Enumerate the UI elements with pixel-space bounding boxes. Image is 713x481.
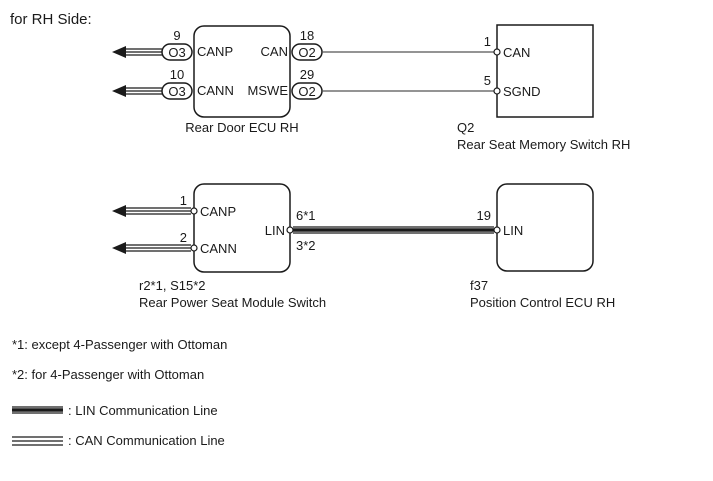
pin-number: 19 (477, 208, 491, 223)
legend-label: : LIN Communication Line (68, 403, 218, 418)
component-code: f37 (470, 278, 488, 293)
pin-label-canp: CANP (197, 44, 233, 59)
arrow-left-icon (112, 85, 126, 97)
component-name: Position Control ECU RH (470, 295, 615, 310)
pin-terminal (493, 87, 501, 95)
pin-label-lin: LIN (265, 223, 285, 238)
component-name: Rear Door ECU RH (185, 120, 298, 135)
component-name: Rear Power Seat Module Switch (139, 295, 326, 310)
arrow-left-icon (112, 205, 126, 217)
pin-label-mswe: MSWE (248, 83, 289, 98)
can-line-arrow (112, 46, 162, 58)
pin-number: 1 (484, 34, 491, 49)
rear-power-seat-module-switch: CANP CANN LIN 1 2 6*1 3*2 r2*1, S15*2 Re… (139, 183, 326, 310)
pin-number: 6*1 (296, 208, 316, 223)
pin-number: 3*2 (296, 238, 316, 253)
rear-door-ecu-box (193, 25, 291, 118)
arrow-left-icon (112, 46, 126, 58)
pin-label-sgnd: SGND (503, 84, 541, 99)
pin-label-cann: CANN (200, 241, 237, 256)
connector-label: O2 (298, 84, 315, 99)
rear-seat-memory-switch: CAN SGND 1 5 Q2 Rear Seat Memory Switch … (457, 24, 630, 152)
can-line-arrow (112, 205, 191, 217)
component-code: Q2 (457, 120, 474, 135)
pin-number: 18 (300, 28, 314, 43)
pin-number: 9 (173, 28, 180, 43)
legend-can: : CAN Communication Line (12, 433, 225, 448)
pin-label-cann: CANN (197, 83, 234, 98)
arrow-left-icon (112, 242, 126, 254)
legend-label: : CAN Communication Line (68, 433, 225, 448)
pin-terminal (493, 226, 501, 234)
pin-number: 2 (180, 230, 187, 245)
pin-number: 10 (170, 67, 184, 82)
pin-label-can: CAN (261, 44, 288, 59)
note: *1: except 4-Passenger with Ottoman (12, 337, 227, 352)
pin-terminal (190, 207, 198, 215)
note: *2: for 4-Passenger with Ottoman (12, 367, 204, 382)
pin-label-lin: LIN (503, 223, 523, 238)
pin-terminal (493, 48, 501, 56)
connector-label: O3 (168, 84, 185, 99)
can-line-arrow (112, 242, 191, 254)
legend-lin: : LIN Communication Line (12, 403, 218, 418)
position-control-ecu: LIN 19 f37 Position Control ECU RH (470, 183, 615, 310)
component-name: Rear Seat Memory Switch RH (457, 137, 630, 152)
pin-number: 29 (300, 67, 314, 82)
pin-number: 5 (484, 73, 491, 88)
component-code: r2*1, S15*2 (139, 278, 206, 293)
pin-terminal (190, 244, 198, 252)
connector-label: O3 (168, 45, 185, 60)
rear-door-ecu: CANP CANN CAN MSWE Rear Door ECU RH O3 9… (161, 25, 323, 135)
lin-line (293, 226, 494, 234)
can-line-arrow (112, 85, 162, 97)
connector-label: O2 (298, 45, 315, 60)
pin-label-canp: CANP (200, 204, 236, 219)
memory-switch-box (496, 24, 594, 118)
diagram-title: for RH Side: (10, 11, 92, 28)
pin-number: 1 (180, 193, 187, 208)
pin-label-can: CAN (503, 45, 530, 60)
pin-terminal (286, 226, 294, 234)
